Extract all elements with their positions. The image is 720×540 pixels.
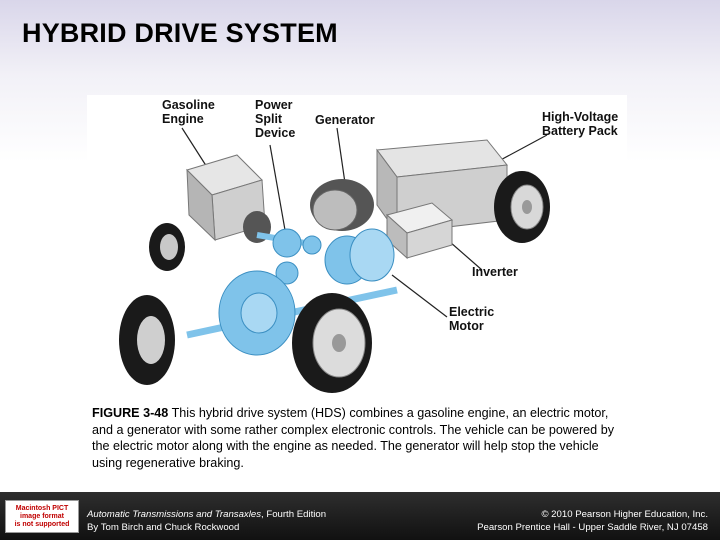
footer-copyright: © 2010 Pearson Higher Education, Inc. bbox=[541, 509, 708, 520]
rear-wheel-left bbox=[149, 223, 185, 271]
drive-system-drawing bbox=[119, 127, 550, 393]
figure-caption: FIGURE 3-48 This hybrid drive system (HD… bbox=[92, 405, 622, 471]
rear-wheel-right bbox=[494, 171, 550, 243]
callout-battery-pack: High-Voltage Battery Pack bbox=[542, 110, 619, 138]
gasoline-engine-shape bbox=[186, 154, 271, 243]
slide-title: HYBRID DRIVE SYSTEM bbox=[22, 18, 338, 48]
generator-shape bbox=[310, 179, 374, 231]
figure-label: FIGURE 3-48 bbox=[92, 406, 169, 420]
footer-book-title: Automatic Transmissions and Transaxles bbox=[87, 509, 261, 520]
unsupported-image-placeholder: Macintosh PICT image format is not suppo… bbox=[5, 500, 79, 533]
slide-footer: Macintosh PICT image format is not suppo… bbox=[0, 492, 720, 540]
callout-generator: Generator bbox=[315, 113, 375, 127]
footer-publisher: Pearson Prentice Hall - Upper Saddle Riv… bbox=[477, 522, 708, 533]
front-wheel-left bbox=[119, 295, 175, 385]
front-wheel-right bbox=[292, 293, 372, 393]
final-drive-gear bbox=[218, 270, 296, 356]
footer-publisher-info: © 2010 Pearson Higher Education, Inc. Pe… bbox=[477, 508, 708, 534]
callout-electric-motor: Electric Motor bbox=[449, 305, 495, 333]
callout-power-split-device: Power Split Device bbox=[255, 98, 296, 140]
callout-inverter: Inverter bbox=[472, 265, 518, 279]
footer-authors: By Tom Birch and Chuck Rockwood bbox=[87, 522, 240, 533]
callout-gasoline-engine: Gasoline Engine bbox=[162, 98, 215, 126]
power-split-device-shape bbox=[272, 228, 322, 285]
electric-motor-shape bbox=[324, 228, 395, 285]
hybrid-drive-illustration: Gasoline Engine Power Split Device Gener… bbox=[87, 95, 627, 405]
inverter-shape bbox=[385, 202, 454, 260]
footer-edition: , Fourth Edition bbox=[261, 509, 327, 520]
figure-caption-text: This hybrid drive system (HDS) combines … bbox=[92, 406, 614, 470]
leader-line-psd bbox=[269, 144, 286, 231]
leader-line-generator bbox=[336, 127, 346, 184]
leader-line-motor bbox=[391, 274, 448, 318]
footer-book-info: Automatic Transmissions and Transaxles, … bbox=[87, 508, 326, 534]
